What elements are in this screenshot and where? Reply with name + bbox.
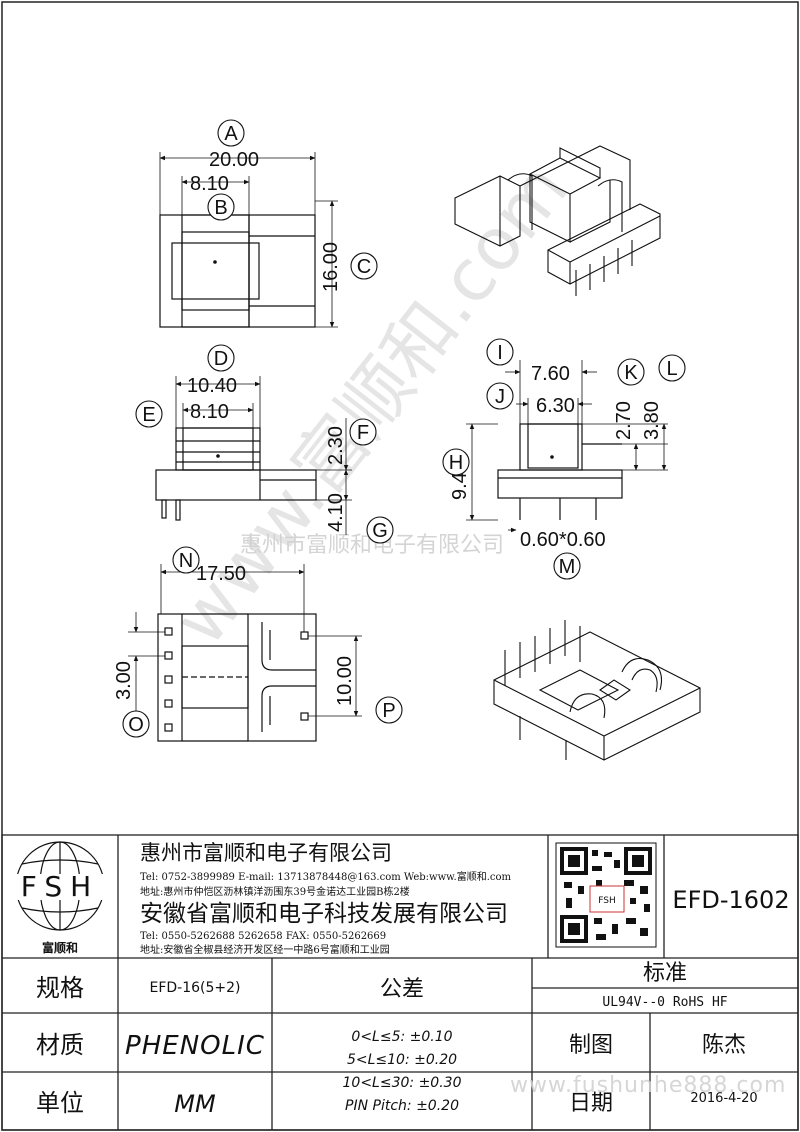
tolerance-1: 0<L≤5: ±0.10 <box>351 1029 452 1045</box>
callout-k-letter: K <box>624 362 638 384</box>
unit-value: MM <box>174 1090 216 1118</box>
callout-a <box>217 119 245 147</box>
spec-value: EFD-16(5+2) <box>149 980 240 996</box>
date-value: 2016-4-20 <box>690 1091 757 1106</box>
callout-h <box>442 448 470 476</box>
material-label: 材质 <box>36 1031 84 1059</box>
callout-c <box>350 252 378 280</box>
callout-j <box>486 382 514 410</box>
unit-label: 单位 <box>36 1089 84 1117</box>
dim-n-value: 17.50 <box>196 563 246 585</box>
callout-d-letter: D <box>214 348 228 370</box>
callout-e <box>135 400 163 428</box>
callout-c-letter: C <box>357 256 371 278</box>
callout-b <box>207 193 235 221</box>
tolerance-label: 公差 <box>380 977 424 1002</box>
callout-j-letter: J <box>495 386 505 408</box>
callouts <box>122 119 686 738</box>
drawn-value: 陈杰 <box>702 1033 746 1058</box>
standard-value: UL94V--0 RoHS HF <box>602 995 727 1010</box>
drawn-label: 制图 <box>569 1033 613 1058</box>
callout-i-letter: I <box>497 342 503 364</box>
dim-l-value: 3.80 <box>641 401 663 440</box>
callout-n <box>172 546 200 574</box>
front-view <box>155 376 352 535</box>
standard-label: 标准 <box>643 961 687 986</box>
callout-o <box>122 710 150 738</box>
qr-code: FSH <box>555 842 657 948</box>
tolerance-2: 5<L≤10: ±0.20 <box>347 1052 457 1068</box>
tolerance-4: PIN Pitch: ±0.20 <box>345 1098 459 1114</box>
callout-h-letter: H <box>449 452 463 474</box>
tolerance-3: 10<L≤30: ±0.30 <box>343 1075 462 1091</box>
dim-i-value: 7.60 <box>531 363 570 385</box>
callout-d <box>207 344 235 372</box>
callout-a-letter: A <box>224 123 238 145</box>
callout-k <box>617 358 645 386</box>
callout-i <box>486 338 514 366</box>
fsh-logo <box>14 841 106 931</box>
callout-p <box>375 696 403 724</box>
isometric-view-top <box>454 145 661 296</box>
dim-o-value: 3.00 <box>113 661 135 700</box>
dim-c-value: 16.00 <box>320 242 342 292</box>
dim-f-value: 2.30 <box>325 426 347 465</box>
company1-name: 惠州市富顺和电子有限公司 <box>140 841 392 865</box>
dim-d2-value: 8.10 <box>190 401 229 423</box>
dim-j-value: 6.30 <box>536 395 575 417</box>
side-view <box>466 360 668 533</box>
date-label: 日期 <box>569 1091 613 1116</box>
logo-text: FSH <box>21 870 99 903</box>
callout-m-letter: M <box>559 556 576 578</box>
callout-f <box>349 418 377 446</box>
callout-e-letter: E <box>142 404 155 426</box>
logo-caption: 富顺和 <box>42 940 78 955</box>
company2-name: 安徽省富顺和电子科技发展有限公司 <box>140 901 508 927</box>
callout-n-letter: N <box>179 550 193 572</box>
callout-g-letter: G <box>372 520 388 542</box>
callout-o-letter: O <box>128 714 144 736</box>
dim-b-value: 8.10 <box>190 173 229 195</box>
part-number: EFD-1602 <box>672 886 789 914</box>
company2-address: 地址:安徽省全椒县经济开发区经一中路6号富顺和工业园 <box>140 943 390 956</box>
dim-a-value: 20.00 <box>209 149 259 171</box>
top-view <box>159 152 338 328</box>
callout-b-letter: B <box>214 197 227 219</box>
company1-contact: Tel: 0752-3899989 E-mail: 13713878448@16… <box>140 870 512 883</box>
callout-f-letter: F <box>357 422 369 444</box>
dim-k-value: 2.70 <box>613 401 635 440</box>
isometric-view-bottom <box>493 620 701 761</box>
dim-p-value: 10.00 <box>334 656 356 706</box>
watermark-bottom: www.fushunhe888.com <box>510 1073 786 1098</box>
dim-g-value: 4.10 <box>325 493 347 532</box>
material-value: PHENOLIC <box>125 1031 265 1061</box>
callout-g <box>366 516 394 544</box>
callout-letters: A B C D E F G H I J K L M N O P <box>128 123 677 736</box>
title-block <box>1 834 799 1131</box>
dim-m-value: 0.60*0.60 <box>520 529 606 551</box>
company1-address: 地址:惠州市仲恺区沥林镇洋沥围东39号金诺达工业园B栋2楼 <box>140 885 410 898</box>
callout-l <box>658 354 686 382</box>
qr-logo-text: FSH <box>598 896 616 906</box>
callout-l-letter: L <box>666 358 677 380</box>
spec-label: 规格 <box>36 974 84 1002</box>
company2-contact: Tel: 0550-5262688 5262658 FAX: 0550-5262… <box>140 931 386 942</box>
callout-m <box>553 552 581 580</box>
dim-d-value: 10.40 <box>187 375 237 397</box>
callout-p-letter: P <box>382 700 395 722</box>
